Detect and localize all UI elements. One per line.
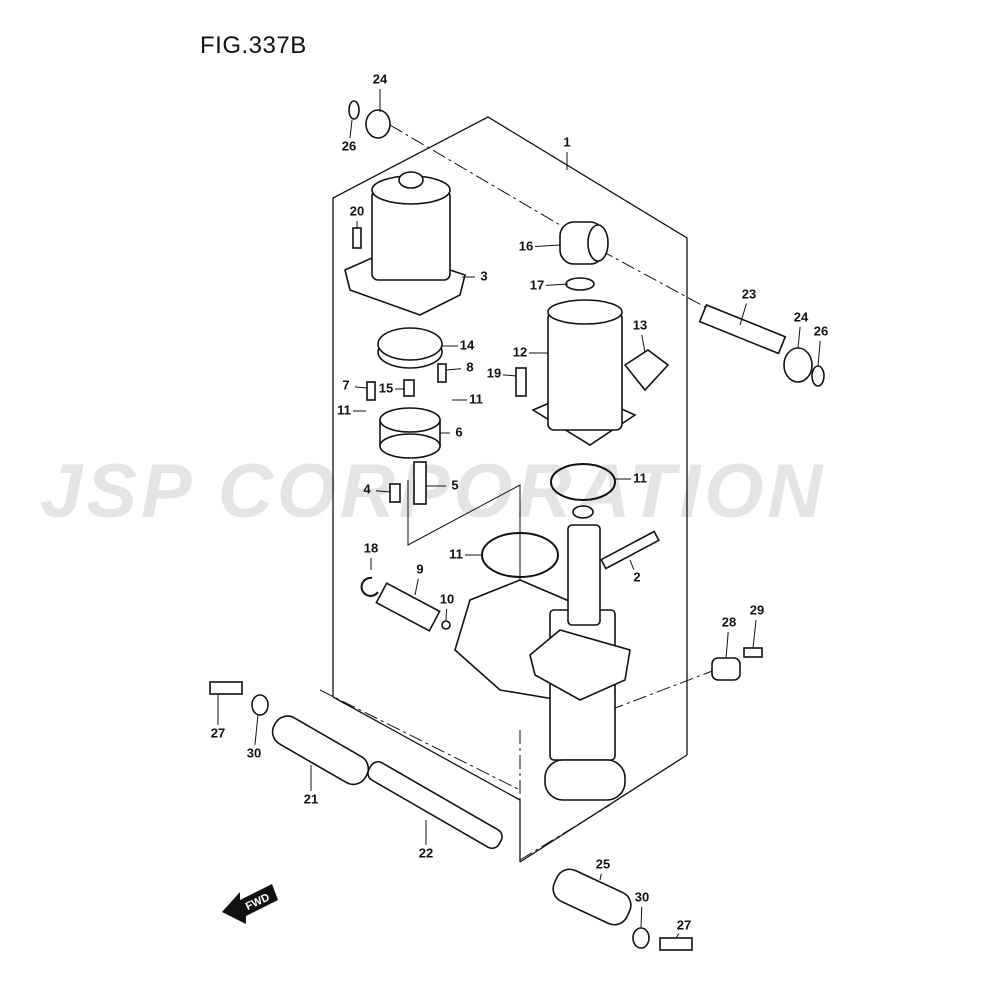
- ring-part-26-top: [348, 100, 360, 120]
- valve-part-9: [375, 582, 441, 632]
- callout-16: 16: [519, 238, 533, 253]
- assembly-frame: [319, 116, 721, 863]
- leader-line: [599, 873, 602, 881]
- leader-line: [445, 608, 448, 621]
- bushing-part-16: [559, 221, 609, 291]
- callout-27: 27: [677, 917, 691, 932]
- leader-line: [354, 386, 368, 389]
- leader-line: [375, 490, 391, 493]
- part-5: [413, 461, 427, 505]
- figure-title: FIG.337B: [200, 32, 307, 59]
- bolt-part-7: [366, 381, 376, 401]
- leader-line: [640, 906, 643, 929]
- bolt-part-29: [743, 647, 763, 658]
- callout-1: 1: [563, 134, 570, 149]
- callout-10: 10: [440, 591, 454, 606]
- callout-18: 18: [364, 540, 378, 555]
- leader-line: [534, 244, 561, 247]
- callout-26: 26: [342, 138, 356, 153]
- valve-part-13: [623, 349, 670, 392]
- callout-30: 30: [247, 745, 261, 760]
- part-4: [389, 483, 401, 503]
- callout-12: 12: [513, 344, 527, 359]
- callout-11: 11: [337, 402, 351, 417]
- callout-24: 24: [794, 309, 809, 324]
- bolt-part-19: [515, 367, 527, 397]
- plate-part-14: [377, 327, 443, 369]
- callout-8: 8: [466, 359, 473, 374]
- callout-2: 2: [633, 569, 640, 584]
- leader-lines: [217, 89, 821, 939]
- ring-part-10: [441, 620, 451, 630]
- pin-part-15: [403, 379, 415, 397]
- callout-3: 3: [480, 268, 487, 283]
- callout-11: 11: [469, 391, 483, 406]
- callout-5: 5: [451, 477, 458, 492]
- shaft-part-22: [367, 760, 503, 850]
- leader-line: [725, 631, 729, 659]
- callout-6: 6: [455, 424, 462, 439]
- bolt-part-27-right: [659, 937, 693, 951]
- leader-line: [752, 619, 757, 649]
- leader-line: [254, 714, 259, 746]
- callout-9: 9: [416, 561, 423, 576]
- callout-19: 19: [487, 365, 501, 380]
- callout-17: 17: [530, 277, 544, 292]
- bolt-part-20: [352, 227, 362, 249]
- leader-line: [675, 933, 680, 939]
- spacer-part-28: [711, 657, 741, 681]
- callout-labels: 1 24 26 20 3 16 17 23 24 26 13 12 19 14 8 7 15 11 11 6 11 4 5 1…: [211, 71, 828, 932]
- callout-29: 29: [750, 602, 764, 617]
- callout-30: 30: [635, 889, 649, 904]
- callout-26: 26: [814, 323, 828, 338]
- bolt-part-27: [209, 681, 243, 695]
- callout-15: 15: [379, 380, 393, 395]
- sleeve-part-21: [271, 715, 370, 786]
- leader-line: [349, 119, 353, 139]
- clip-part-18: [360, 576, 379, 597]
- callout-24: 24: [373, 71, 388, 86]
- pump-part-6: [379, 407, 441, 459]
- leader-line: [414, 578, 419, 596]
- callout-7: 7: [342, 377, 349, 392]
- callout-27: 27: [211, 725, 225, 740]
- leader-line: [739, 303, 747, 326]
- motor-part-3: [344, 171, 466, 316]
- callout-28: 28: [722, 614, 736, 629]
- callout-25: 25: [596, 856, 610, 871]
- forward-arrow-icon: FWD: [222, 884, 278, 924]
- bracket-part-2: [600, 530, 660, 570]
- callout-13: 13: [633, 317, 647, 332]
- washer-part-30: [251, 694, 269, 716]
- callout-20: 20: [350, 203, 364, 218]
- callout-4: 4: [363, 481, 371, 496]
- leader-line: [797, 326, 801, 349]
- watermark: JSP CORPORATION: [40, 449, 827, 534]
- callout-21: 21: [304, 791, 318, 806]
- callout-23: 23: [742, 286, 756, 301]
- callout-11: 11: [633, 470, 647, 485]
- callout-14: 14: [460, 337, 475, 352]
- callout-11: 11: [449, 546, 463, 561]
- trim-cylinder: [454, 505, 631, 801]
- leader-line: [629, 559, 635, 570]
- washer-part-30-right: [632, 927, 650, 949]
- bushing-part-24-top: [365, 109, 391, 139]
- o-ring-11: [550, 463, 616, 501]
- leader-line: [502, 374, 517, 377]
- leader-line: [445, 368, 462, 371]
- bolt-part-8: [437, 363, 447, 383]
- pin-part-23: [698, 303, 787, 355]
- ring-part-26: [811, 365, 825, 387]
- sleeve-part-25: [552, 868, 632, 926]
- reservoir-part-12: [531, 299, 637, 446]
- leader-line: [641, 334, 646, 353]
- leader-line: [545, 283, 569, 286]
- bushing-part-24: [783, 347, 813, 383]
- callout-22: 22: [419, 845, 433, 860]
- leader-line: [817, 340, 821, 367]
